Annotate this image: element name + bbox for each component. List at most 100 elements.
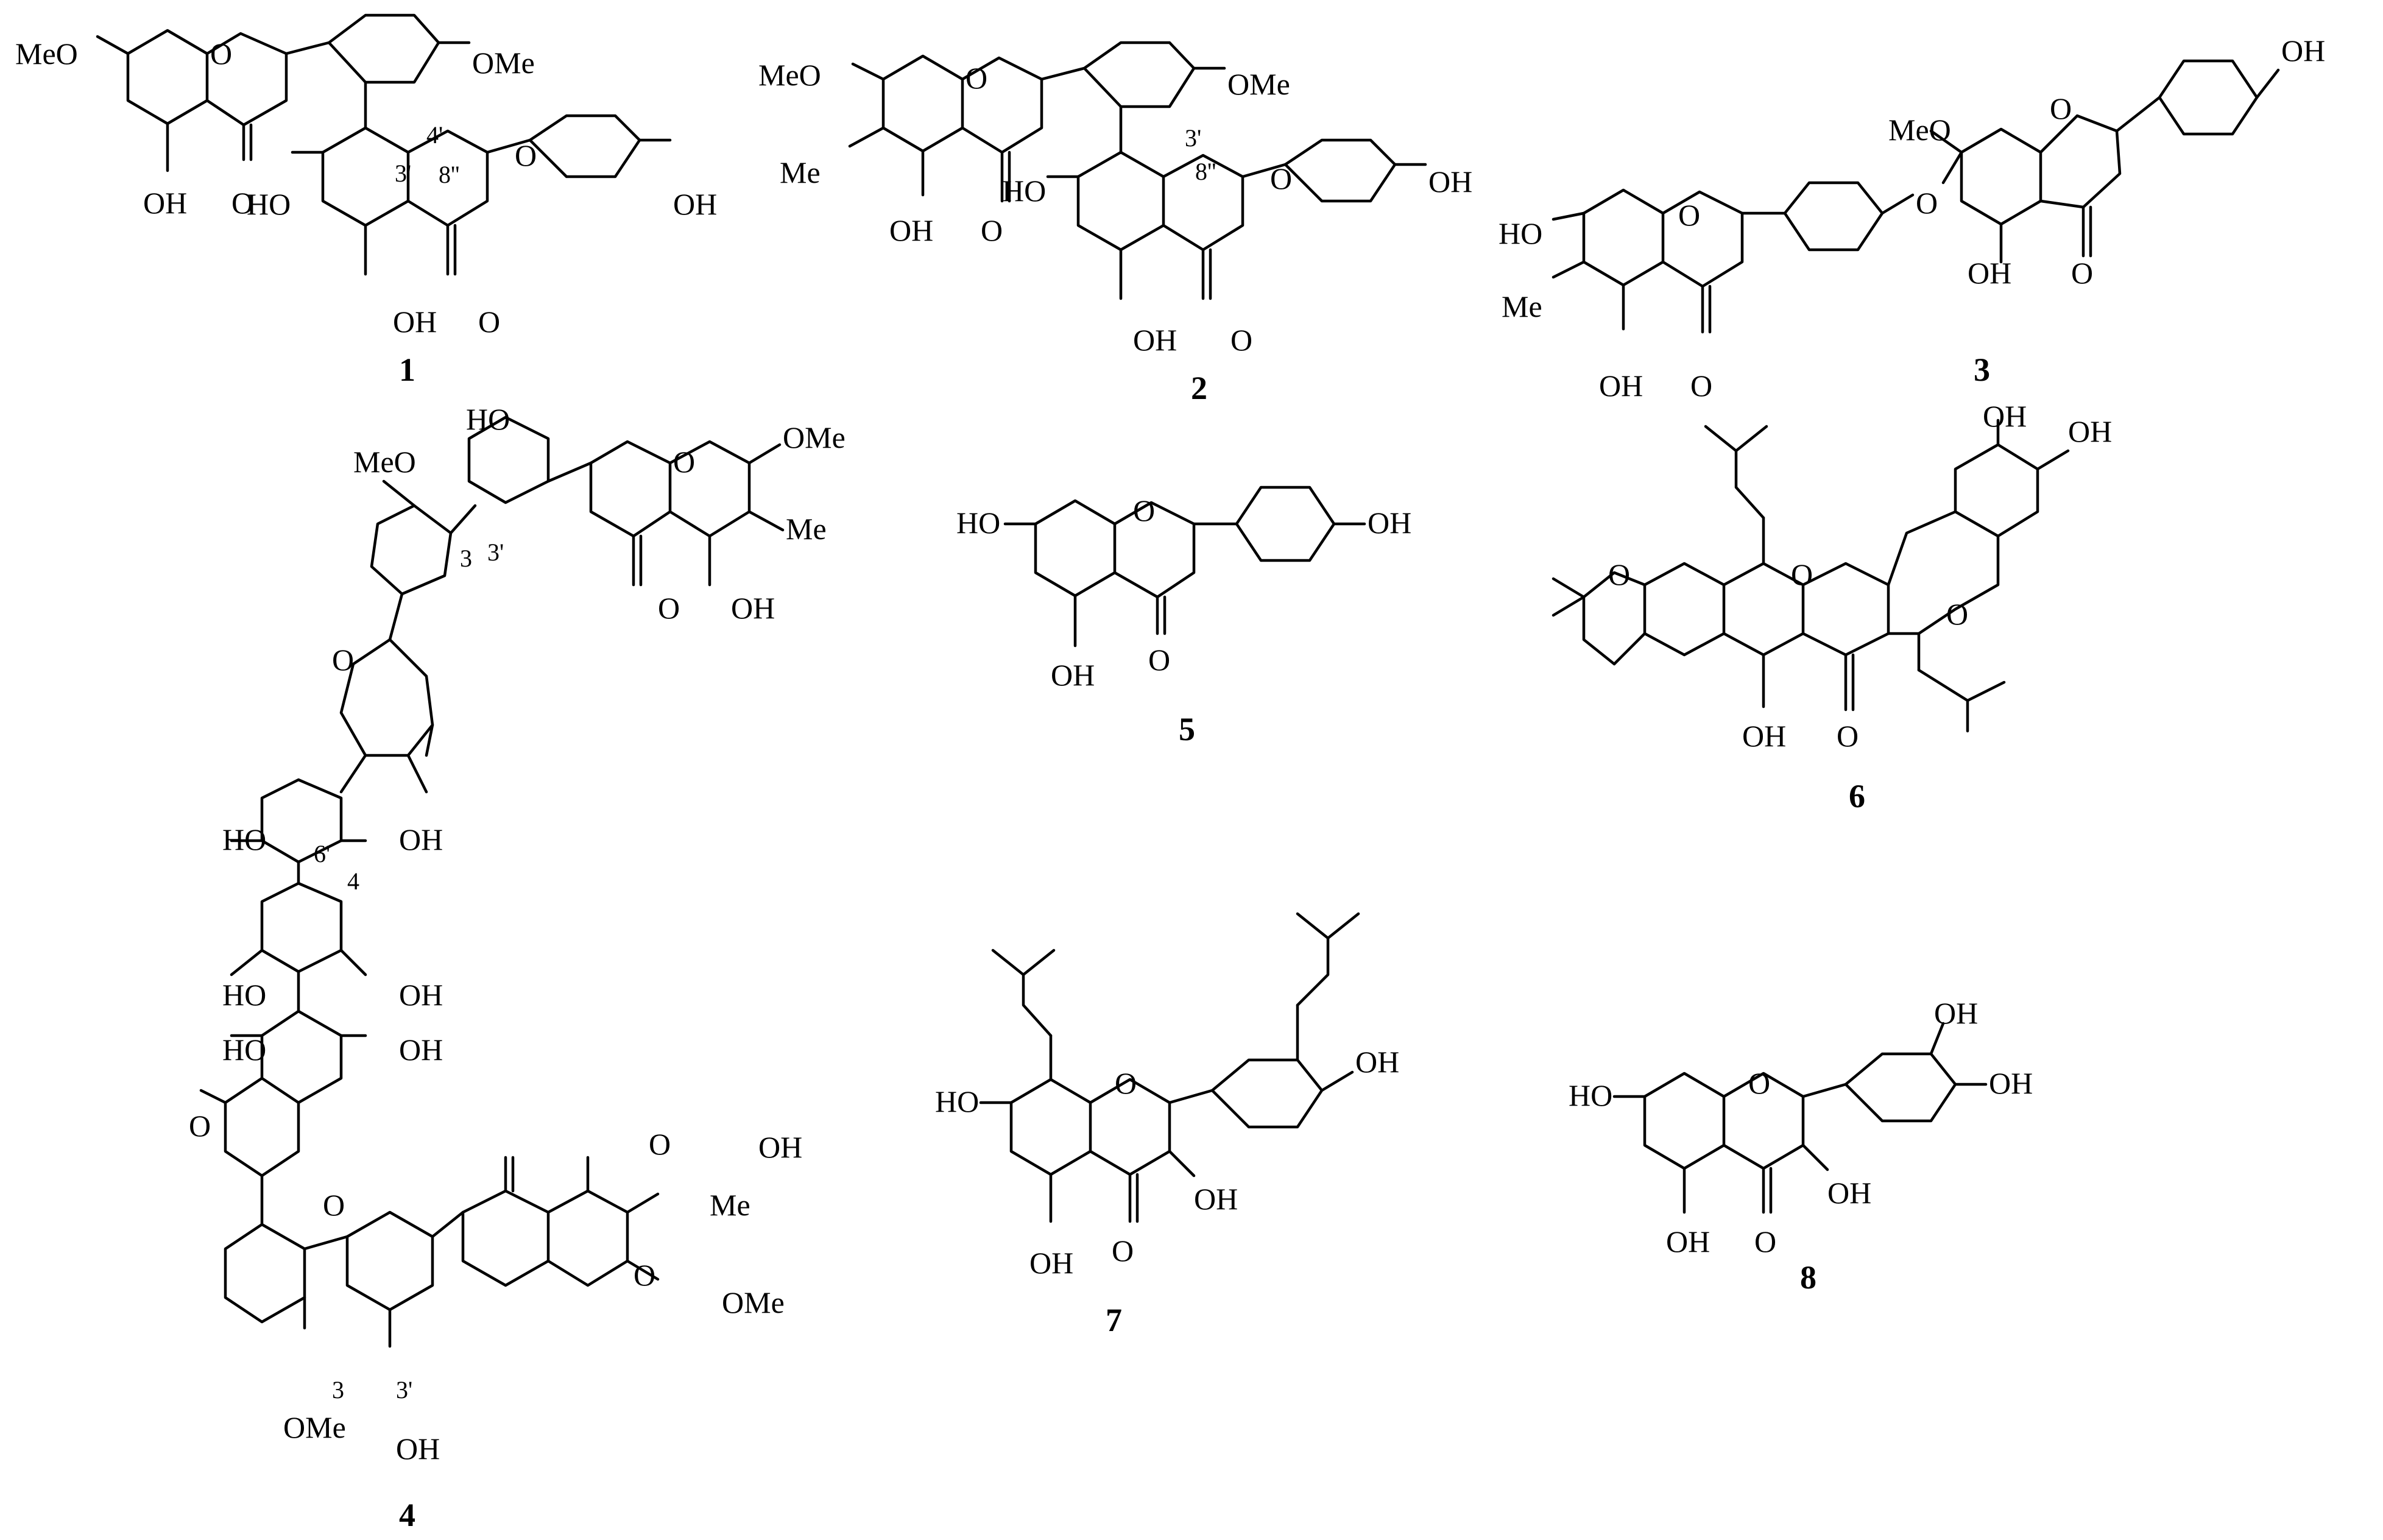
compound-8-label-0: HO [1569, 1078, 1612, 1112]
compound-6-label-4: O [1946, 597, 1968, 631]
compound-6-label-0: OH [1983, 399, 2027, 433]
compound-7-label-1: OH [1355, 1045, 1399, 1079]
compound-6-label-6: O [1837, 719, 1859, 753]
compound-6-bonds [1552, 419, 2070, 733]
compound-4-label-4: O [658, 591, 680, 625]
compound-5-label-3: O [1148, 643, 1170, 677]
compound-2-label-1: Me [780, 155, 821, 189]
compound-8-label-2: OH [1989, 1066, 2033, 1100]
compound-4-label-9: OH [399, 822, 443, 857]
compound-4-locant-1: 3 [460, 545, 472, 572]
compound-4-label-18: O [649, 1127, 671, 1161]
compound-5: HO OH OH O O 5 [956, 486, 1411, 747]
compound-4-label-19: OMe [722, 1285, 785, 1319]
compound-6-label-2: O [1608, 557, 1630, 592]
compound-6-label-5: OH [1742, 719, 1786, 753]
compound-6-number: 6 [1849, 778, 1865, 814]
compound-4-label-1: MeO [353, 445, 416, 479]
compound-4-label-21: OMe [283, 1410, 346, 1444]
compound-1-label-0: MeO [15, 37, 78, 71]
compound-1-locant-0: 4' [426, 121, 443, 149]
compound-8-number: 8 [1800, 1259, 1816, 1296]
compound-3-label-4: OH [1968, 256, 2011, 290]
compound-3: MeO OH HO Me OH O OH O O O O 3 [1499, 34, 2325, 403]
compound-4-label-11: OH [399, 978, 443, 1012]
compound-2-label-5: OH [1428, 164, 1472, 199]
compound-3-label-7: O [1690, 369, 1712, 403]
compound-8-label-4: OH [1666, 1224, 1710, 1259]
compound-4-label-10: HO [222, 978, 266, 1012]
compound-2: MeO Me OMe HO OH OH O OH O O O 3' 8'' 2 [758, 41, 1472, 406]
compound-7-label-3: O [1112, 1234, 1134, 1268]
compound-7-bonds [979, 912, 1360, 1223]
compound-1-label-7: O [478, 305, 500, 339]
compound-4-locant-2: 6' [314, 840, 330, 867]
compound-2-locant-1: 8'' [1195, 158, 1216, 185]
compound-5-label-4: O [1133, 493, 1155, 528]
compound-2-label-8: O [1230, 323, 1252, 357]
compound-3-label-3: Me [1502, 289, 1542, 323]
compound-1-label-9: O [515, 138, 537, 172]
compound-3-label-8: O [1678, 198, 1700, 232]
compound-2-label-3: HO [1002, 174, 1046, 208]
compound-1-label-6: OH [393, 305, 437, 339]
compound-5-number: 5 [1179, 711, 1195, 747]
compound-1-label-2: HO [247, 187, 291, 221]
compound-7-label-5: O [1115, 1066, 1137, 1100]
compound-8-label-1: OH [1934, 996, 1978, 1030]
compound-2-locant-0: 3' [1185, 124, 1201, 152]
compound-1-locant-1: 3' [395, 160, 411, 187]
compound-1-number: 1 [399, 351, 415, 388]
compound-1-locant-2: 8'' [439, 161, 459, 188]
compound-7-number: 7 [1106, 1302, 1122, 1338]
compound-7-label-0: HO [935, 1084, 979, 1118]
compound-4-label-15: O [323, 1188, 345, 1222]
compound-4-label-2: OMe [783, 420, 846, 454]
compound-8: HO OH OH OH OH O O 8 [1569, 996, 2033, 1296]
compound-3-label-6: OH [1599, 369, 1643, 403]
compound-3-label-2: HO [1499, 216, 1542, 250]
compound-8-label-5: O [1754, 1224, 1776, 1259]
compound-2-label-7: OH [1133, 323, 1177, 357]
compound-4-label-13: OH [399, 1033, 443, 1067]
compound-2-label-6: O [981, 213, 1003, 247]
compound-4-label-14: O [189, 1109, 211, 1143]
compound-4-label-17: Me [710, 1188, 750, 1222]
compound-1-label-5: O [231, 186, 253, 220]
compound-4-label-8: HO [222, 822, 266, 857]
compound-2-label-10: O [1270, 161, 1292, 196]
compound-1-label-8: O [210, 37, 232, 71]
compound-3-label-0: MeO [1888, 113, 1951, 147]
compound-3-label-9: O [1916, 186, 1938, 220]
compound-2-label-2: OMe [1227, 67, 1290, 101]
compound-5-label-2: OH [1051, 658, 1095, 692]
compound-3-label-1: OH [2281, 34, 2325, 68]
compound-4-label-20: O [634, 1258, 655, 1292]
compound-4-label-5: OH [731, 591, 775, 625]
compound-2-label-0: MeO [758, 58, 821, 92]
compound-4-locant-3: 4 [347, 867, 359, 895]
compound-4-label-6: O [673, 445, 695, 479]
compound-8-label-6: O [1748, 1066, 1770, 1100]
compound-4-locant-4: 3 [332, 1376, 344, 1404]
compound-4-label-22: OH [396, 1432, 440, 1466]
compound-4-label-3: Me [786, 512, 827, 546]
compound-4-bonds [199, 415, 785, 1348]
compound-4-number: 4 [399, 1497, 415, 1533]
compound-3-bonds [1552, 59, 2280, 334]
compound-4: HO MeO OMe Me O OH O O HO OH HO OH HO OH… [189, 402, 846, 1533]
compound-4-label-12: HO [222, 1033, 266, 1067]
compound-6-label-3: O [1791, 557, 1813, 592]
compound-8-label-3: OH [1827, 1176, 1871, 1210]
compound-3-label-5: O [2071, 256, 2093, 290]
compound-5-bonds [1003, 486, 1366, 648]
compound-4-label-0: HO [466, 402, 510, 436]
compound-4-label-7: O [332, 643, 354, 677]
compound-6: OH OH O O O OH O 6 [1552, 399, 2112, 814]
compound-6-label-1: OH [2068, 414, 2112, 448]
compound-7: HO OH OH O OH O 7 [935, 912, 1399, 1338]
compound-2-number: 2 [1191, 370, 1207, 406]
compound-7-label-2: OH [1194, 1182, 1238, 1216]
compound-5-label-0: HO [956, 506, 1000, 540]
compound-8-bonds [1612, 1022, 1988, 1214]
